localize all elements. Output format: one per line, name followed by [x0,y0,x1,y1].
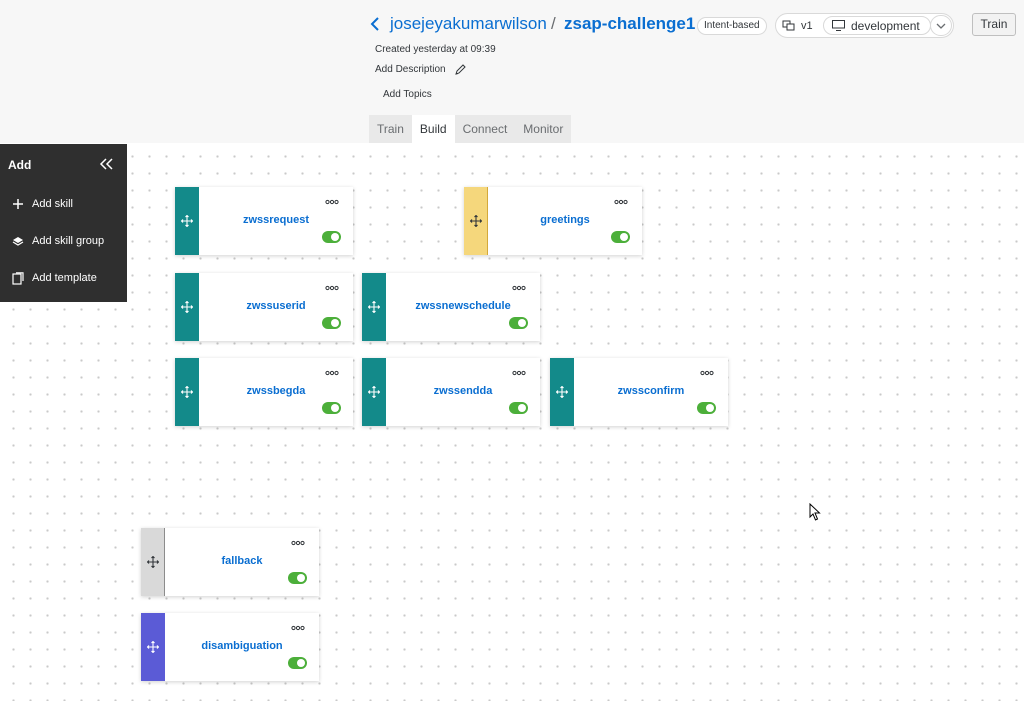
drag-handle[interactable] [550,358,574,426]
collapse-double-chevron-icon[interactable] [99,156,113,172]
skill-name: zwssnewschedule [415,300,511,312]
skill-toggle[interactable] [322,402,341,414]
tab-monitor[interactable]: Monitor [523,122,564,136]
skill-toggle[interactable] [697,402,716,414]
move-arrows-icon [181,386,193,398]
more-options-icon[interactable] [325,193,339,205]
versions-icon [782,20,795,31]
more-options-icon[interactable] [700,364,714,376]
pencil-icon[interactable] [454,63,467,76]
add-panel-title: Add [8,158,32,172]
skill-card-zwssendda[interactable]: zwssendda [362,358,540,426]
environment-pill[interactable]: development [823,16,931,35]
add-topics-link[interactable]: Add Topics [383,89,432,100]
add-skill-group-button[interactable]: Add skill group [12,232,122,250]
created-timestamp: Created yesterday at 09:39 [375,44,496,55]
skill-name: zwssbegda [246,385,306,397]
drag-handle[interactable] [141,613,165,681]
environment-dropdown-button[interactable] [930,15,952,36]
more-options-icon[interactable] [614,193,628,205]
bot-name-title: zsap-challenge1 [564,14,696,33]
move-arrows-icon [181,215,193,227]
skill-name: greetings [540,214,590,226]
tab-build[interactable]: Build [411,115,455,143]
breadcrumb-separator: / [551,14,556,33]
add-template-label: Add template [32,272,97,284]
tab-connect[interactable]: Connect [462,122,508,136]
environment-label: development [851,18,920,33]
skill-name: zwssuserid [246,300,306,312]
skill-toggle[interactable] [288,572,307,584]
move-arrows-icon [368,301,380,313]
skill-card-zwssrequest[interactable]: zwssrequest [175,187,353,255]
drag-handle[interactable] [175,187,199,255]
skill-card-zwssconfirm[interactable]: zwssconfirm [550,358,728,426]
more-options-icon[interactable] [512,364,526,376]
monitor-icon [832,20,845,31]
more-options-icon[interactable] [291,534,305,546]
skill-toggle[interactable] [509,402,528,414]
skill-name: disambiguation [201,640,283,652]
skill-toggle[interactable] [322,231,341,243]
version-label: v1 [801,20,813,32]
skill-toggle[interactable] [322,317,341,329]
skill-group-icon [12,237,24,246]
skill-card-disambiguation[interactable]: disambiguation [141,613,319,681]
skill-card-fallback[interactable]: fallback [141,528,319,596]
more-options-icon[interactable] [325,279,339,291]
move-arrows-icon [146,556,159,568]
skill-name: zwssrequest [242,214,310,226]
version-environment-selector: v1 development [775,13,954,38]
move-arrows-icon [368,386,380,398]
drag-handle[interactable] [175,358,199,426]
add-panel: Add Add skill Add skill group Add templa… [0,144,127,302]
drag-handle[interactable] [362,273,386,341]
more-options-icon[interactable] [291,619,305,631]
main-tabs: Train Build Connect Monitor [369,115,572,143]
mouse-pointer-icon [809,503,821,521]
add-description-link[interactable]: Add Description [375,64,446,75]
move-arrows-icon [147,641,159,653]
skill-toggle[interactable] [509,317,528,329]
skill-card-greetings[interactable]: greetings [464,187,642,255]
skill-name: fallback [221,555,263,567]
add-skill-label: Add skill [32,198,73,210]
back-button[interactable] [369,14,383,34]
template-icon [12,271,24,285]
skill-name: zwssendda [433,385,493,397]
tab-train[interactable]: Train [377,122,404,136]
skill-card-zwssuserid[interactable]: zwssuserid [175,273,353,341]
more-options-icon[interactable] [325,364,339,376]
chevron-down-icon [936,23,946,29]
drag-handle[interactable] [175,273,199,341]
version-pill[interactable]: v1 [782,17,813,35]
bot-type-badge: Intent-based [697,17,767,35]
breadcrumb-owner-link[interactable]: josejeyakumarwilson [390,14,547,33]
add-template-button[interactable]: Add template [12,269,122,287]
skill-card-zwssnewschedule[interactable]: zwssnewschedule [362,273,540,341]
drag-handle[interactable] [141,528,165,596]
skill-name: zwssconfirm [617,385,685,397]
add-skill-button[interactable]: Add skill [12,195,122,213]
skill-toggle[interactable] [288,657,307,669]
move-arrows-icon [181,301,193,313]
more-options-icon[interactable] [512,279,526,291]
move-arrows-icon [469,215,482,227]
skill-card-zwssbegda[interactable]: zwssbegda [175,358,353,426]
drag-handle[interactable] [464,187,488,255]
train-button[interactable]: Train [972,13,1016,36]
add-skill-group-label: Add skill group [32,235,105,247]
plus-icon [13,199,23,209]
drag-handle[interactable] [362,358,386,426]
skill-toggle[interactable] [611,231,630,243]
move-arrows-icon [556,386,568,398]
